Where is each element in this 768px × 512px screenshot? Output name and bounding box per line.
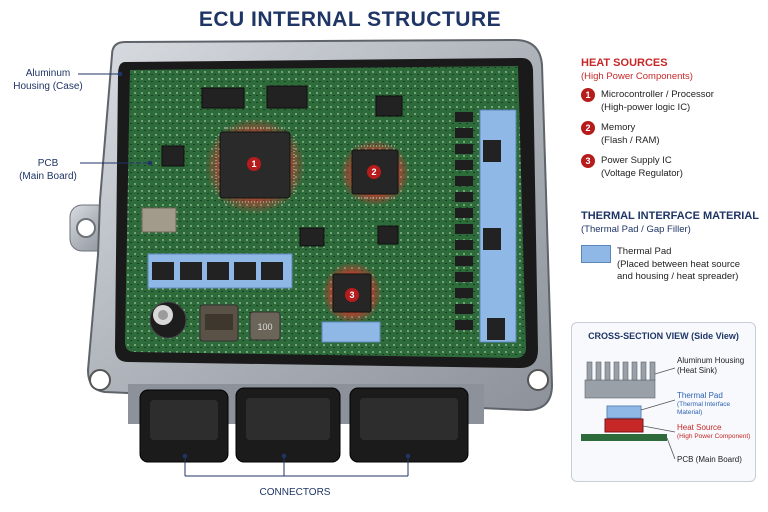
cross-section-panel: [571, 322, 756, 482]
chip-3-badge: 3: [345, 288, 359, 302]
page-title: ECU INTERNAL STRUCTURE: [198, 8, 502, 31]
connector-block: [128, 384, 484, 463]
heat-sources-panel: HEAT SOURCES (High Power Components): [581, 56, 761, 83]
cs-pcb-label: PCB (Main Board): [677, 455, 742, 464]
legend-item-3: Power Supply IC(Voltage Regulator): [601, 155, 683, 179]
thermal-interface-subtitle: (Thermal Pad / Gap Filler): [581, 224, 691, 235]
cs-housing-label: Aluminum Housing(Heat Sink): [677, 356, 745, 375]
chip-1-badge: 1: [247, 157, 261, 171]
cross-section-title: CROSS-SECTION VIEW (Side View): [588, 331, 739, 341]
legend-badge-3: 3: [581, 154, 595, 168]
chip-2-badge: 2: [367, 165, 381, 179]
legend-item-1: Microcontroller / Processor(High-power l…: [601, 89, 714, 113]
legend-item-2: Memory(Flash / RAM): [601, 122, 660, 146]
legend-badge-2: 2: [581, 121, 595, 135]
thermal-pad-legend: Thermal Pad (Placed between heat source …: [617, 246, 741, 282]
cs-pad-label: Thermal Pad(Thermal Interface Material): [677, 391, 731, 416]
thermal-interface-panel: THERMAL INTERFACE MATERIAL (Thermal Pad …: [581, 209, 763, 236]
pcb-callout: PCB(Main Board): [19, 158, 77, 182]
inductor-label: 100: [257, 322, 272, 332]
heat-sources-subtitle: (High Power Components): [581, 71, 693, 82]
cs-heat-label: Heat Source(High Power Component): [677, 423, 751, 440]
connectors-callout: CONNECTORS: [259, 487, 331, 498]
thermal-pad-small: [321, 321, 381, 343]
heat-sources-title: HEAT SOURCES: [581, 57, 668, 69]
legend-badge-1: 1: [581, 88, 595, 102]
cross-section-diagram: [581, 361, 676, 460]
thermal-interface-title: THERMAL INTERFACE MATERIAL: [581, 210, 760, 222]
thermal-pad-swatch: [581, 245, 611, 263]
